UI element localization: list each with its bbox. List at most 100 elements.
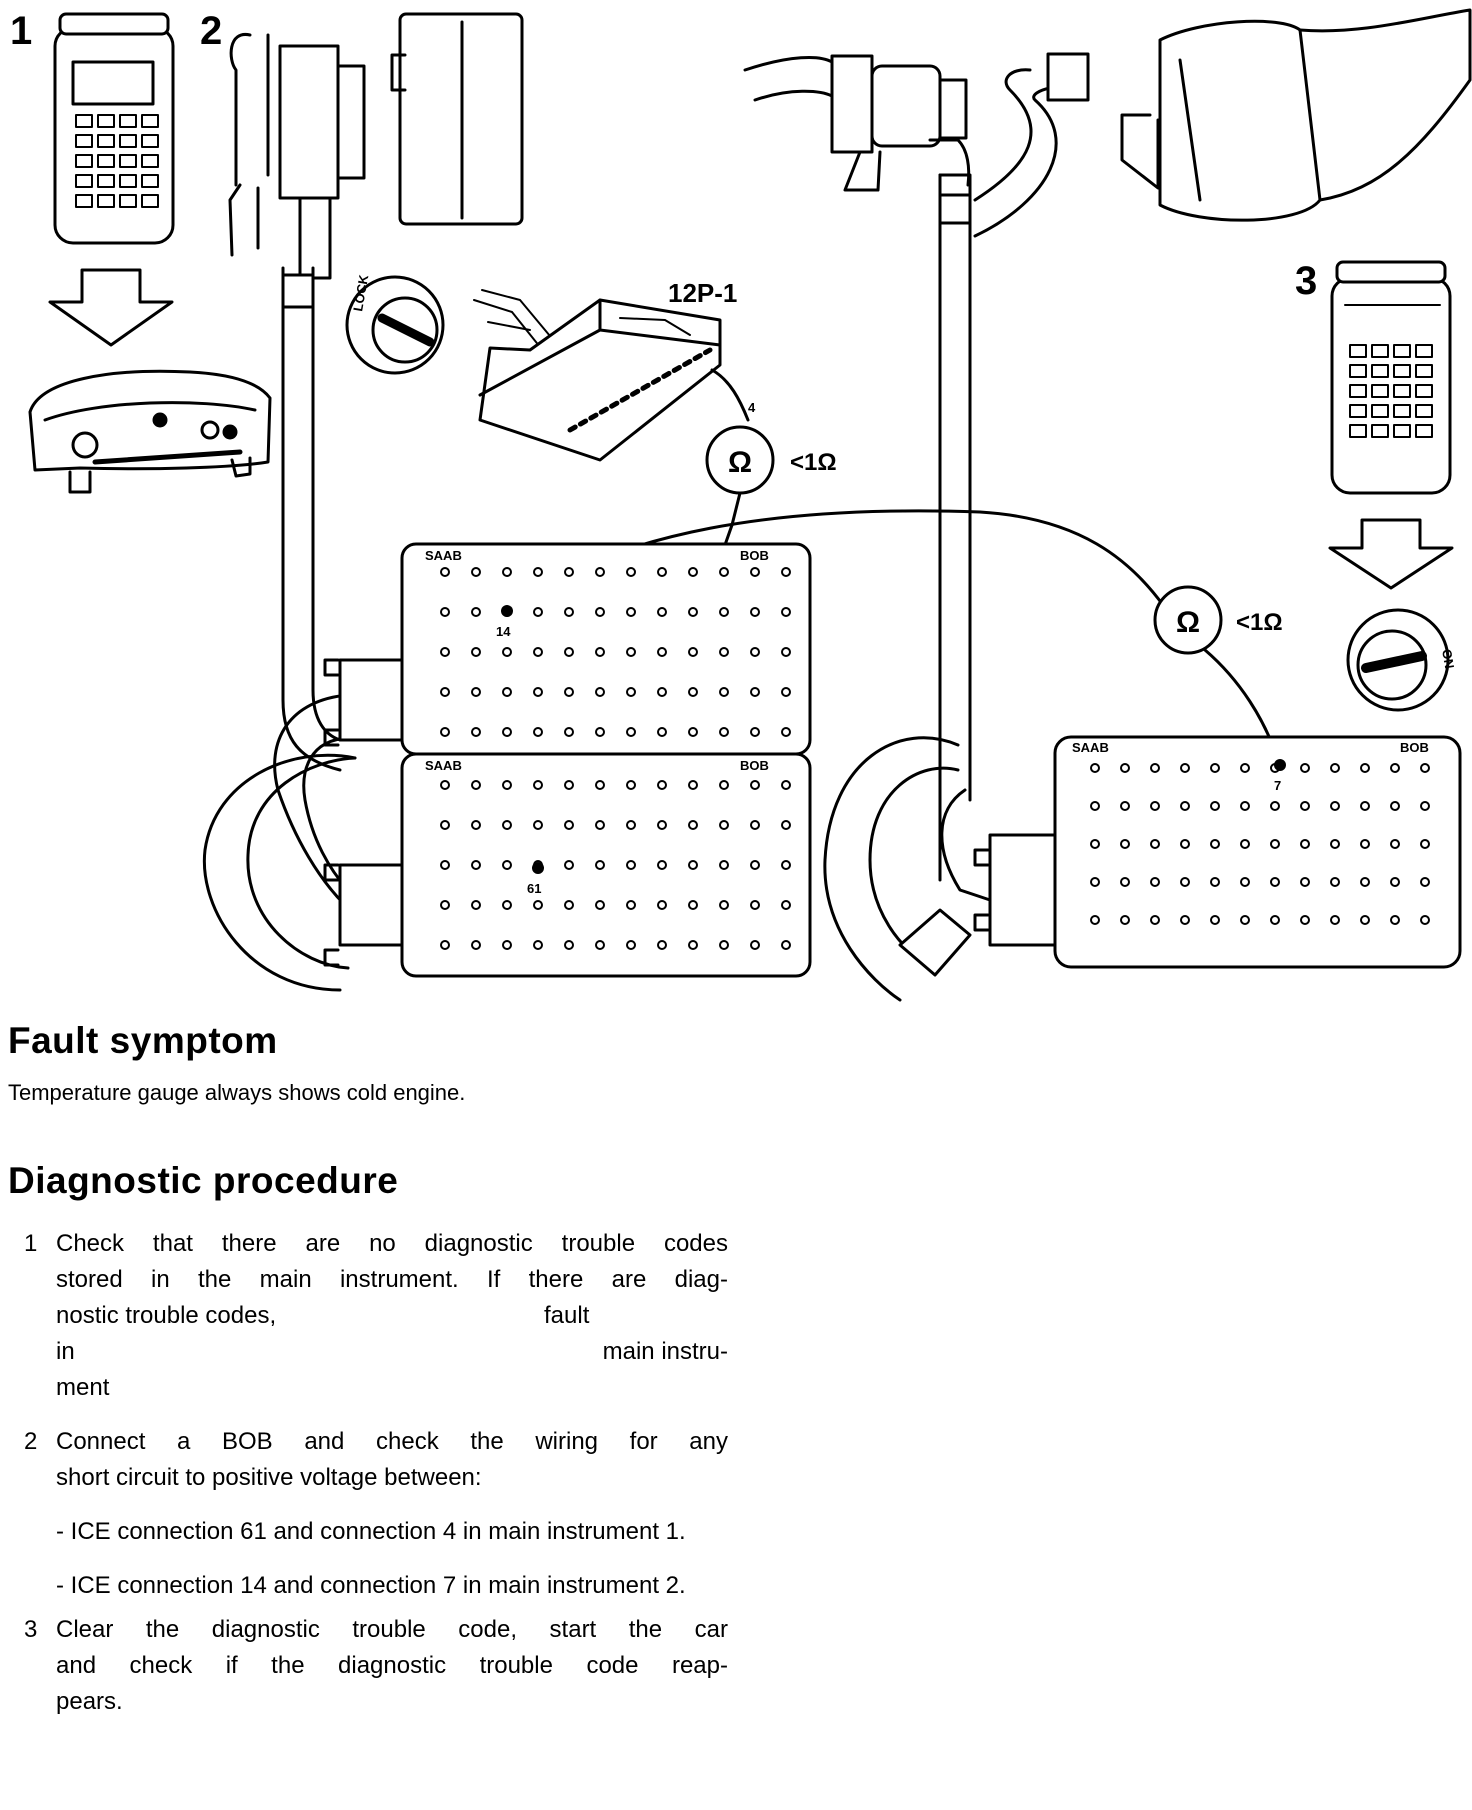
step-number: 3 — [24, 1616, 38, 1643]
pin-hole — [533, 940, 543, 950]
pin-hole — [750, 727, 760, 737]
pin-hole — [1300, 877, 1310, 887]
bob-brand-lower: SAAB — [425, 758, 462, 773]
pin-hole — [1210, 801, 1220, 811]
pin-hole — [1240, 877, 1250, 887]
pin-hole — [688, 780, 698, 790]
fault-symptom-text: Temperature gauge always shows cold engi… — [8, 1080, 466, 1105]
pin-hole — [533, 780, 543, 790]
pin-hole — [688, 687, 698, 697]
pin-hole — [502, 860, 512, 870]
pin-hole — [564, 860, 574, 870]
step-line: nostic trouble codes, — [56, 1302, 277, 1329]
pin-hole — [750, 780, 760, 790]
pin-hole — [595, 900, 605, 910]
arrow-down-icon — [1328, 518, 1454, 590]
pin-61-dot — [532, 862, 544, 874]
ohmmeter-2 — [1153, 585, 1280, 762]
tester-1 — [53, 12, 175, 245]
pin-hole — [1150, 801, 1160, 811]
pin-hole — [1390, 801, 1400, 811]
pin-hole — [1420, 877, 1430, 887]
procedure-steps: 1 Check that there are no diagnostic tro… — [8, 1226, 728, 1720]
bob-box-right — [1053, 735, 1462, 969]
pin-hole — [1180, 801, 1190, 811]
pin-hole — [440, 647, 450, 657]
pin-label-14: 14 — [496, 624, 511, 639]
pin-hole — [1360, 877, 1370, 887]
pin-hole — [1300, 763, 1310, 773]
pin-hole — [440, 780, 450, 790]
pin-hole — [719, 647, 729, 657]
pin-hole — [719, 900, 729, 910]
pin-hole — [719, 727, 729, 737]
pin-hole — [502, 647, 512, 657]
step-line: Clear the diagnostic trouble code, start… — [56, 1616, 728, 1643]
pin-hole — [626, 940, 636, 950]
pin-hole — [440, 567, 450, 577]
pin-hole — [595, 567, 605, 577]
pin-hole — [595, 647, 605, 657]
resistance-limit-1: <1Ω — [790, 449, 837, 476]
pin-hole — [1420, 801, 1430, 811]
pin-hole — [719, 780, 729, 790]
bob-box-lower — [400, 752, 812, 978]
pin-hole — [781, 860, 791, 870]
tester-3 — [1330, 260, 1452, 495]
pin-hole — [626, 780, 636, 790]
pin-hole — [657, 567, 667, 577]
pin-hole — [533, 567, 543, 577]
pin-hole — [1210, 915, 1220, 925]
pin-hole — [1420, 839, 1430, 849]
pin-hole — [1210, 839, 1220, 849]
bob-cable-left — [228, 12, 524, 642]
pin-hole — [502, 780, 512, 790]
pin-hole — [1330, 801, 1340, 811]
step-line: Connect a BOB and check the wiring for a… — [56, 1428, 728, 1455]
pin-hole — [1420, 763, 1430, 773]
pin-hole — [1240, 915, 1250, 925]
pin-hole — [657, 607, 667, 617]
pin-hole — [781, 820, 791, 830]
pin-hole — [440, 820, 450, 830]
ohm-symbol-1: Ω — [728, 446, 752, 479]
pin-hole — [688, 900, 698, 910]
pin-hole — [1330, 839, 1340, 849]
pin-hole — [1180, 877, 1190, 887]
pin-hole — [1390, 839, 1400, 849]
pin-hole — [1180, 763, 1190, 773]
instrument-cluster — [28, 369, 272, 494]
pin-hole — [595, 820, 605, 830]
arrow-down-icon — [48, 268, 174, 347]
pin-hole — [1270, 801, 1280, 811]
pin-hole — [471, 940, 481, 950]
cable-loop-left — [202, 638, 404, 992]
pin-hole — [626, 900, 636, 910]
pin-hole — [657, 860, 667, 870]
pin-hole — [440, 727, 450, 737]
pin-hole — [471, 567, 481, 577]
bob-box-upper — [400, 542, 812, 756]
pin-hole — [719, 607, 729, 617]
pin-hole — [1120, 915, 1130, 925]
pin-hole — [471, 860, 481, 870]
pin-hole — [719, 687, 729, 697]
pin-hole — [657, 647, 667, 657]
pin-hole — [1240, 839, 1250, 849]
pin-hole — [750, 607, 760, 617]
pin-hole — [626, 607, 636, 617]
pin-hole — [750, 940, 760, 950]
pin-hole — [440, 940, 450, 950]
pin-hole — [719, 940, 729, 950]
pin-hole — [719, 860, 729, 870]
callout-1: 1 — [10, 9, 32, 53]
step-line: short circuit to positive voltage betwee… — [56, 1464, 482, 1491]
pin-hole — [1270, 915, 1280, 925]
pin-hole — [719, 567, 729, 577]
pin-hole — [1390, 763, 1400, 773]
pin-hole — [1240, 763, 1250, 773]
pin-hole — [1180, 839, 1190, 849]
pin-hole — [1180, 915, 1190, 925]
pin-hole — [564, 900, 574, 910]
pin-hole — [626, 567, 636, 577]
